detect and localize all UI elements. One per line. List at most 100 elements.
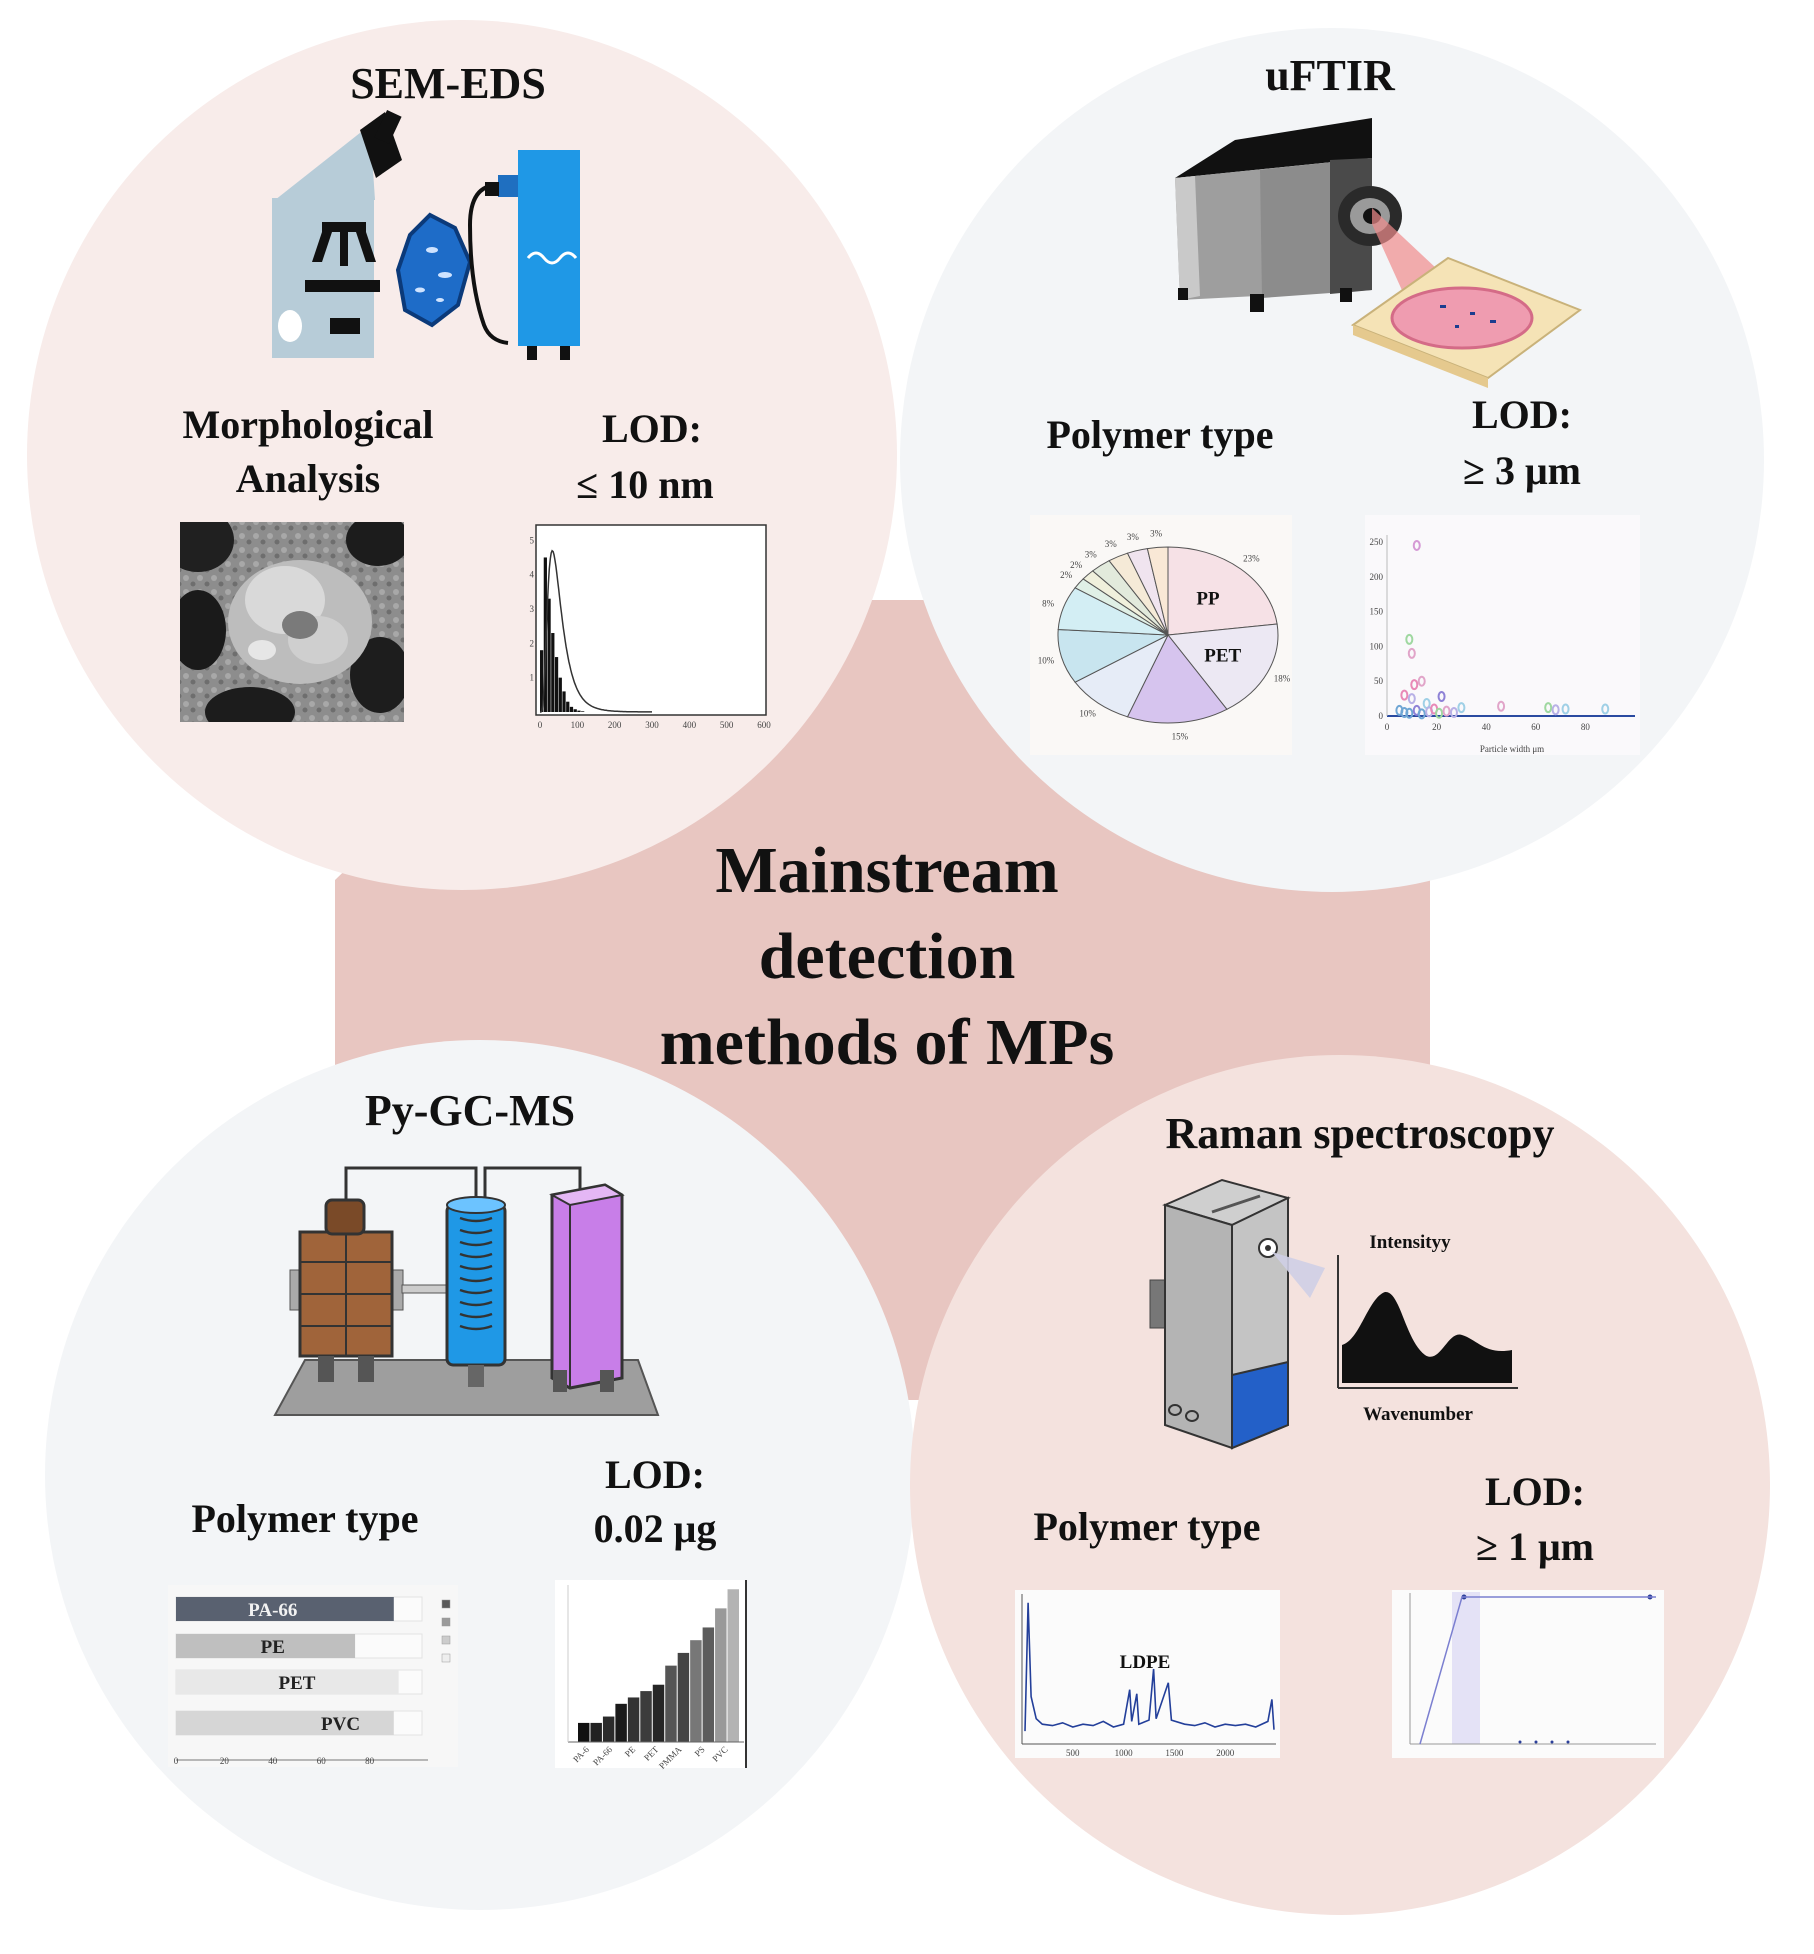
raman-annotation: LDPE [1120,1652,1171,1673]
scatter-y-tick: 100 [1370,641,1384,651]
vbar-bar [652,1684,665,1742]
scatter-x-tick: 40 [1482,722,1492,732]
pygcms-lod-label: LOD: [605,1452,705,1497]
vbar-bar [590,1722,602,1742]
ftir-instrument-icon [1175,118,1583,388]
scatter-point [1417,675,1426,687]
hbar-legend-swatch [441,1635,451,1645]
center-title-line-1: Mainstream [715,834,1058,907]
histogram-x-tick: 200 [608,720,622,730]
vbar-bar [640,1691,652,1742]
sem-label-line-1: Morphological [182,402,433,447]
lod-marker [1550,1740,1554,1744]
hbar-bar [176,1670,399,1694]
pie-percent-label: 3% [1105,539,1118,549]
pie-slice [1167,623,1279,710]
lod-marker [1534,1740,1538,1744]
scatter-point [1410,679,1419,691]
scatter-point [1405,633,1414,645]
scatter-x-label: Particle width μm [1480,744,1544,754]
raman-title: Raman spectroscopy [1165,1109,1554,1158]
lod-marker [1518,1740,1522,1744]
lod-marker [1566,1740,1570,1744]
raman-lod-label: LOD: [1485,1469,1585,1514]
center-title-line-2: detection [759,920,1016,993]
histogram-fit-curve [540,549,652,713]
scatter-point [1544,702,1553,714]
pie-slice-label: PP [1196,589,1220,610]
histogram-bar [554,657,559,712]
sem-particle-icon [395,212,473,328]
sem-micrograph-image [180,522,404,722]
hbar-x-tick: 40 [268,1756,278,1766]
raman-intensity-label: Intensityy [1369,1232,1451,1253]
raman-lod-background [1392,1590,1664,1758]
scatter-point [1497,700,1506,712]
vbar-bar [665,1665,677,1742]
vbar-bar [602,1716,615,1742]
circle-raman [910,1055,1770,1915]
scatter-point [1457,702,1466,714]
pie-percent-label: 8% [1042,598,1055,608]
raman-x-tick: 500 [1066,1748,1080,1758]
scatter-point [1449,707,1458,719]
raman-schematic-spectrum: Intensityy Wavenumber [1337,1232,1518,1425]
hbar-category-label: PVC [321,1714,360,1735]
uftir-lod-value: ≥ 3 μm [1463,448,1581,493]
raman-lod-chart [1392,1590,1664,1758]
scatter-x-tick: 0 [1385,722,1390,732]
scatter-y-tick: 250 [1370,537,1384,547]
hbar-legend-swatch [441,1617,451,1627]
scatter-point [1437,691,1446,703]
scatter-point [1601,703,1610,715]
scatter-point [1417,708,1426,720]
hbar-bar [176,1711,394,1735]
circle-py-gc-ms [45,1040,915,1910]
hbar-x-tick: 20 [220,1756,230,1766]
hbar-x-tick: 60 [317,1756,327,1766]
pie-slice-label: PET [1204,646,1241,667]
sem-eds-title: SEM-EDS [350,59,546,108]
pie-percent-label: 18% [1274,673,1291,683]
raman-x-tick: 1500 [1165,1748,1184,1758]
raman-instrument-icon [1149,1178,1325,1450]
raman-lod-value: ≥ 1 μm [1476,1524,1594,1569]
scatter-x-tick: 20 [1432,722,1442,732]
vbar-bar [615,1703,627,1742]
pie-percent-label: 15% [1172,732,1189,742]
pygcms-instrument-icon [273,1166,660,1416]
scatter-y-tick: 150 [1370,607,1384,617]
scatter-x-tick: 60 [1531,722,1541,732]
histogram-y-tick: 4 [530,570,535,580]
circle-sem-eds [27,20,897,890]
hbar-bar [176,1597,394,1621]
pie-percent-label: 3% [1150,528,1163,538]
hbar-bar [176,1634,356,1658]
uftir-title: uFTIR [1265,51,1396,100]
histogram-y-tick: 1 [530,673,535,683]
pygcms-lod-value: 0.02 μg [594,1506,717,1551]
raman-polymer-label: Polymer type [1034,1504,1261,1549]
pie-percent-label: 23% [1243,553,1260,563]
histogram-bar [581,711,585,712]
histogram-x-tick: 300 [645,720,659,730]
uftir-polymer-label: Polymer type [1047,412,1274,457]
histogram-y-tick: 2 [530,638,535,648]
pie-percent-label: 10% [1038,655,1055,665]
histogram-frame [535,524,767,716]
histogram-bar [566,701,570,712]
scatter-point [1400,707,1409,719]
hbar-legend-swatch [441,1599,451,1609]
center-title-line-3: methods of MPs [660,1006,1115,1079]
vbar-bar [702,1627,715,1742]
hbar-x-tick: 0 [174,1756,179,1766]
vbar-bar [715,1608,727,1742]
scatter-point [1407,693,1416,705]
pie-percent-label: 2% [1060,570,1073,580]
